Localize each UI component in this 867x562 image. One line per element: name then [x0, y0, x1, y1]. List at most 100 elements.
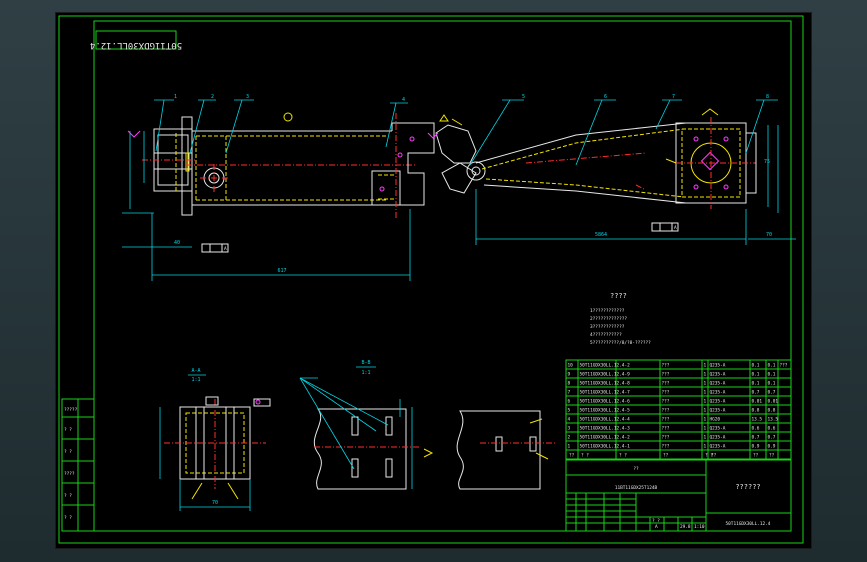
bom-cell-w2: 0.8 — [768, 408, 776, 414]
bom-cell-w1: 0.6 — [752, 426, 760, 432]
tb-stage: A — [655, 524, 658, 530]
svg-text:? ?: ? ? — [64, 449, 72, 455]
dim-40: 40 — [174, 240, 180, 246]
bom-cell-w2: 0.6 — [768, 426, 776, 432]
bom-cell-name: ??? — [662, 399, 670, 405]
bom-cell-name: ??? — [662, 390, 670, 396]
bom-cell-w2: 0.9 — [768, 444, 776, 450]
left-title-strip: ????? ? ? ? ? ???? ? ? ? ? — [61, 398, 95, 532]
dim-overall-left: 617 — [277, 268, 286, 274]
outer-frame — [58, 15, 804, 544]
bom-cell-qty: 1 — [704, 372, 707, 378]
bom-cell-no: 5 — [568, 408, 571, 414]
bom-cell-mat: HG20 — [710, 417, 721, 423]
bom-cell-qty: 1 — [704, 381, 707, 387]
bom-cell-code: 50T11GDX30LL.12.4-4 — [580, 417, 631, 423]
note-1: 1???????????? — [590, 308, 625, 314]
bom-cell-name: ??? — [662, 372, 670, 378]
bom-cell-w1: 0.9 — [752, 444, 760, 450]
balloon-6: 6 — [604, 94, 607, 100]
dim-75: 75 — [764, 159, 770, 165]
bom-cell-w2: 0.1 — [768, 381, 776, 387]
note-4: 4??????????? — [590, 332, 622, 338]
title-block: ?? 11BT11GDX25T124B ?????? 50T11GDX30LL.… — [565, 459, 792, 532]
svg-text:70: 70 — [212, 500, 218, 506]
bom-cell-w1: 0.1 — [752, 372, 760, 378]
bom-cell-w2: 13.5 — [768, 417, 779, 423]
note-5: 5??????????/8/?8-?????? — [590, 340, 651, 346]
tolerance-frame-left: A — [201, 243, 229, 253]
bom-cell-code: 50T11GDX30LL.12.4-6 — [580, 399, 631, 405]
svg-text:A-A: A-A — [191, 368, 200, 374]
bom-header-cell: ? ? — [581, 453, 589, 459]
dim-70: 70 — [766, 232, 772, 238]
bom-cell-w2: 0.1 — [768, 363, 776, 369]
notes-title: ???? — [610, 292, 627, 300]
bom-header-cell: ?? — [753, 453, 759, 459]
tb-weight: 29.8 — [680, 524, 691, 530]
bom-cell-name: ??? — [662, 435, 670, 441]
bom-cell-qty: 1 — [704, 435, 707, 441]
bom-cell-mat: Q235-A — [710, 372, 726, 378]
tb-drawing-no: 50T11GDX30LL.12.4 — [726, 521, 771, 527]
bom-cell-code: 50T11GDX30LL.12.4-1 — [580, 444, 631, 450]
bom-cell-qty: 1 — [704, 417, 707, 423]
drawing-number-box: 50T11GDX30LL.12.4 — [90, 30, 182, 50]
bom-cell-mat: Q235-A — [710, 390, 726, 396]
bom-cell-no: 2 — [568, 435, 571, 441]
bom-cell-w2: 0.7 — [768, 390, 776, 396]
bom-cell-w1: 13.5 — [752, 417, 763, 423]
bom-cell-qty: 1 — [704, 444, 707, 450]
main-assembly-view — [142, 113, 757, 219]
bom-cell-name: ??? — [662, 363, 670, 369]
bom-cell-code: 50T11GDX30LL.12.4-9 — [580, 372, 631, 378]
bom-cell-code: 50T11GDX30LL.12.4-8 — [580, 381, 631, 387]
bom-cell-no: 10 — [568, 363, 574, 369]
bom-cell-mat: Q235-A — [710, 426, 726, 432]
bom-cell-mat: Q235-A — [710, 363, 726, 369]
bom-cell-mat: Q235-A — [710, 444, 726, 450]
bom-header-cell: ?? — [663, 453, 669, 459]
drawing-canvas: 50T11GDX30LL.12.4 — [58, 15, 804, 544]
balloon-1: 1 — [174, 94, 177, 100]
section-a-a: A-A 1:1 70 — [159, 368, 271, 511]
bom-cell-no: 3 — [568, 426, 571, 432]
balloon-7: 7 — [672, 94, 675, 100]
note-3: 3???????????? — [590, 324, 625, 330]
section-b-b: B-B 1:1 — [299, 360, 556, 490]
bom-cell-code: 50T11GDX30LL.12.4-7 — [580, 390, 631, 396]
bom-cell-mat: Q235-A — [710, 399, 726, 405]
tb-product: ?? — [633, 466, 639, 472]
weld-symbols — [127, 108, 719, 190]
bom-cell-mat: Q235-A — [710, 435, 726, 441]
bom-cell-w1: 0.8 — [752, 408, 760, 414]
inner-frame — [93, 20, 792, 532]
tb-drawing-name: ?????? — [735, 483, 760, 491]
bom-cell-w2: 0.1 — [768, 372, 776, 378]
svg-text:?????: ????? — [64, 407, 78, 413]
note-2: 2????????????? — [590, 316, 627, 322]
bom-cell-qty: 1 — [704, 426, 707, 432]
balloon-2: 2 — [211, 94, 214, 100]
bom-cell-qty: 1 — [704, 363, 707, 369]
tb-code: 11BT11GDX25T124B — [615, 485, 658, 491]
svg-text:? ?: ? ? — [64, 515, 72, 521]
bom-cell-w1: 0.7 — [752, 390, 760, 396]
bom-cell-w1: 0.7 — [752, 435, 760, 441]
bom-cell-name: ??? — [662, 426, 670, 432]
dim-main-span: 5864 — [595, 232, 607, 238]
bom-cell-mat: Q235-A — [710, 381, 726, 387]
bom-cell-qty: 1 — [704, 390, 707, 396]
bom-cell-code: 50T11GDX30LL.12.4-2 — [580, 435, 631, 441]
drawing-sheet: 50T11GDX30LL.12.4 — [55, 12, 812, 549]
bom-header-cell: ? ? — [705, 453, 713, 459]
bom-cell-w1: 0.1 — [752, 363, 760, 369]
svg-text:? ?: ? ? — [64, 493, 72, 499]
balloon-4: 4 — [402, 97, 405, 103]
